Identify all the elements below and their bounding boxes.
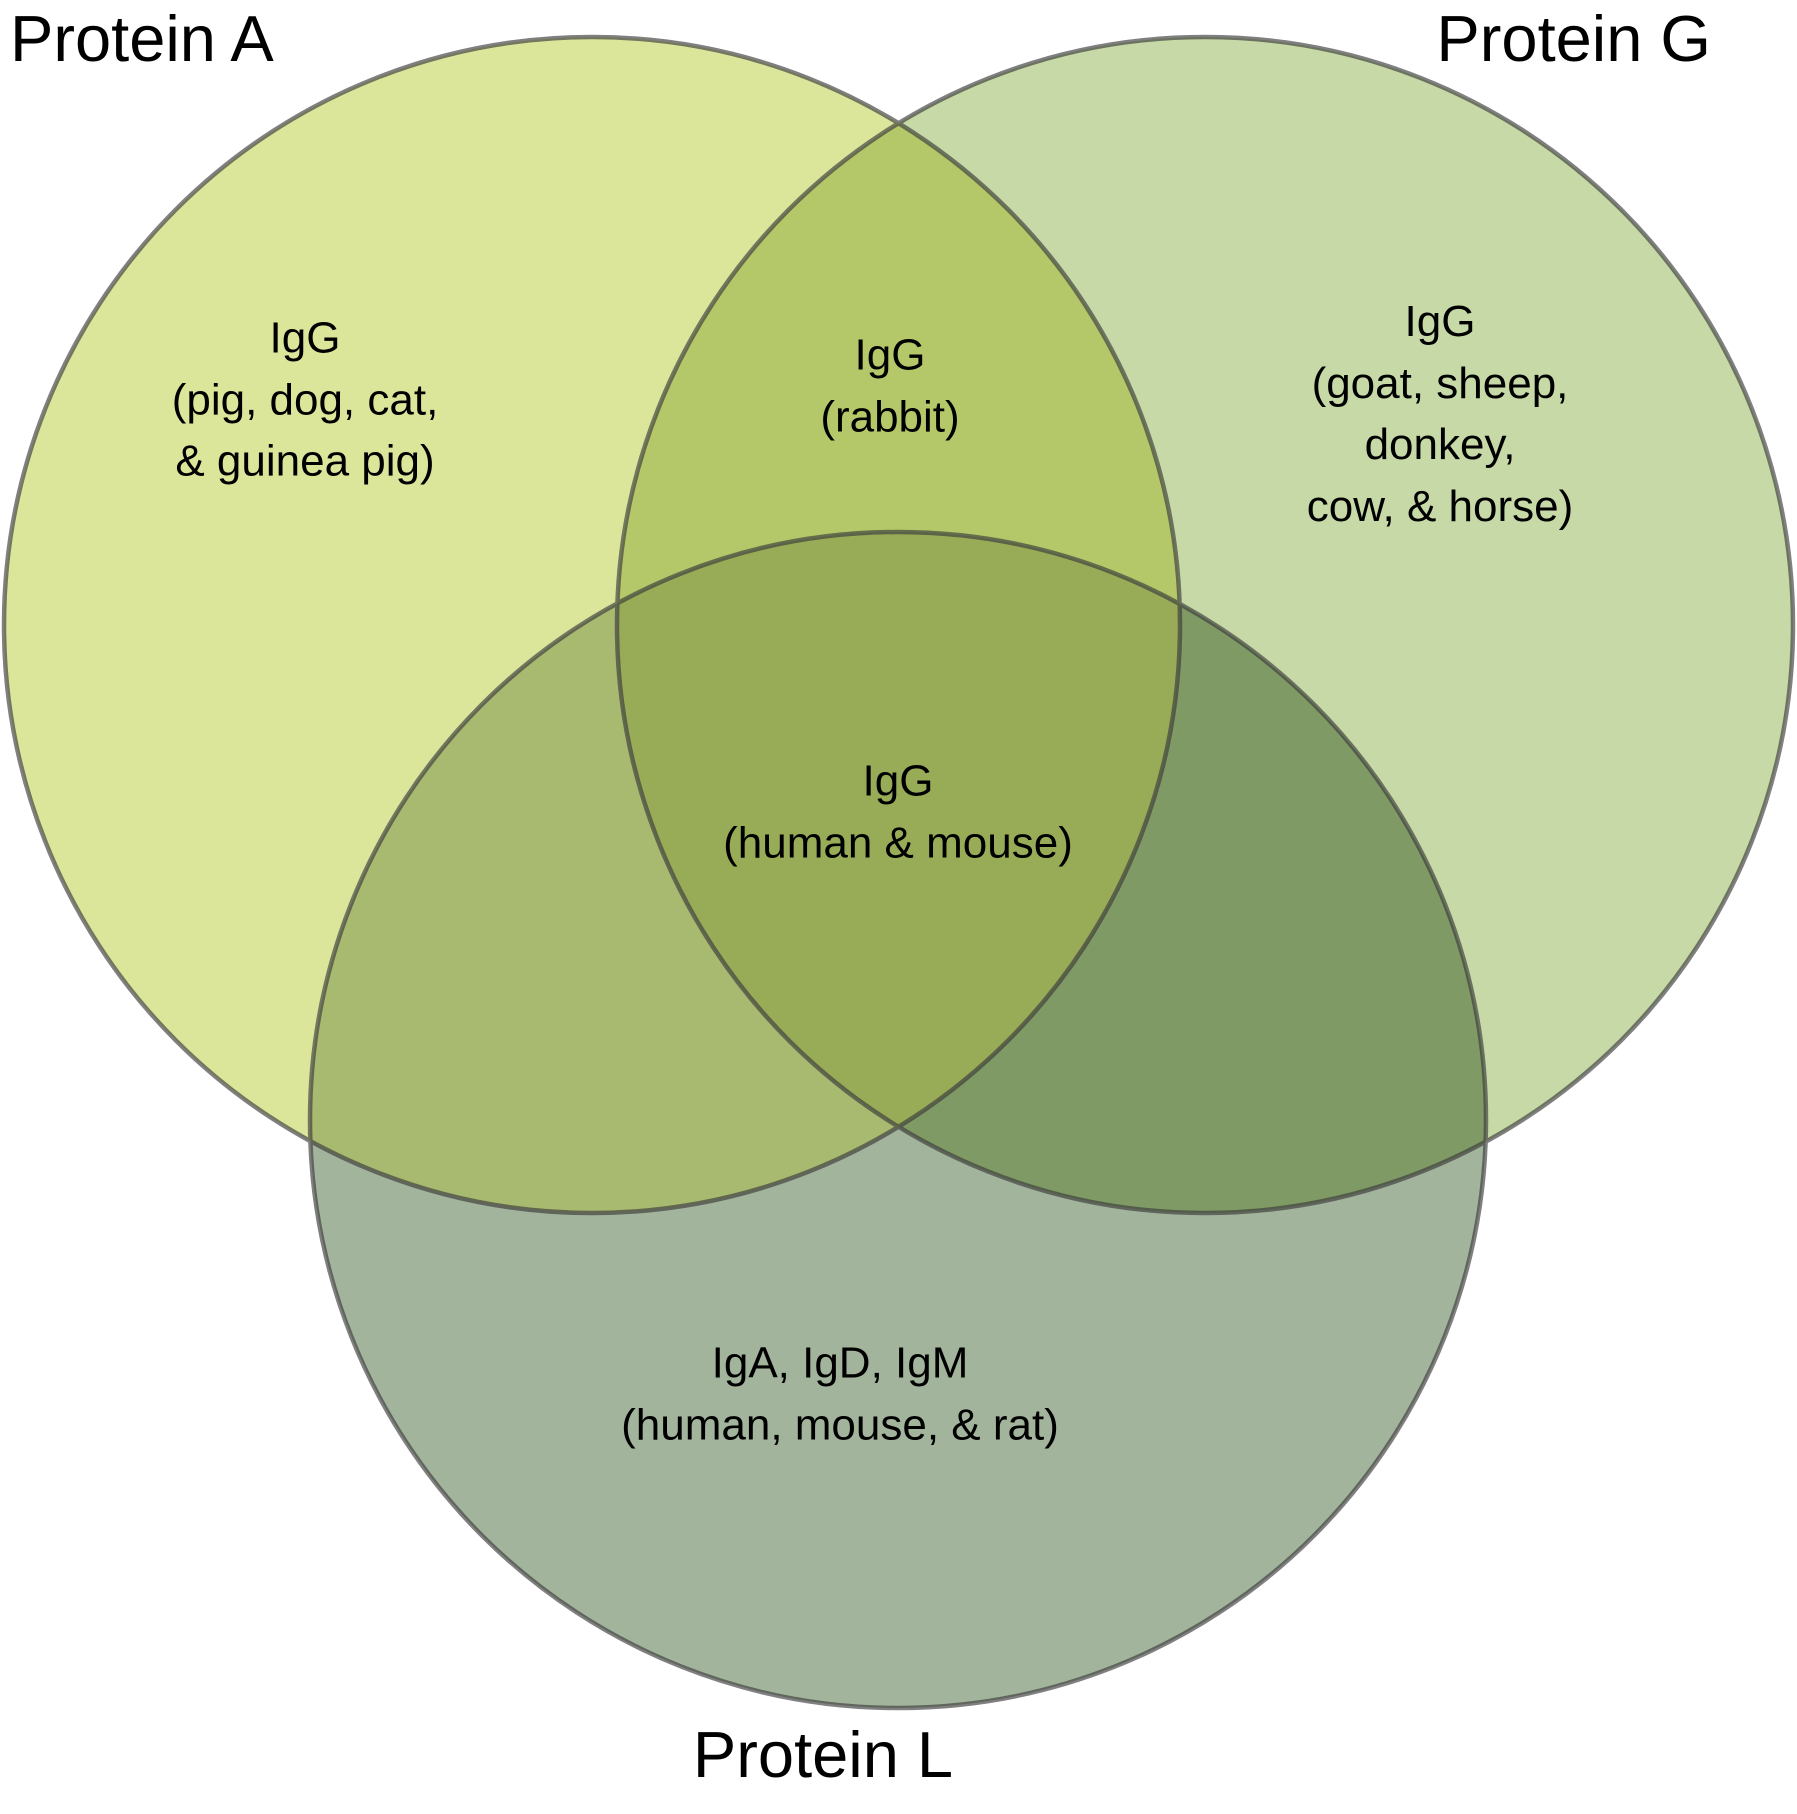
circle-g-outline (614, 34, 1796, 1216)
circle-a-outline (1, 34, 1183, 1216)
region-label-protein-l-only: IgA, IgD, IgM (human, mouse, & rat) (621, 1338, 1059, 1449)
region-label-a-g-overlap: IgG (rabbit) (820, 330, 960, 441)
protein-l-title: Protein L (692, 1718, 954, 1791)
protein-g-title: Protein G (1436, 2, 1711, 75)
region-label-protein-a-only: IgG (pig, dog, cat, & guinea pig) (171, 313, 439, 486)
region-label-center-overlap: IgG (human & mouse) (723, 756, 1073, 867)
protein-a-title: Protein A (10, 2, 274, 75)
region-center-overlap (617, 532, 1180, 1213)
region-label-protein-g-only: IgG (goat, sheep, donkey, cow, & horse) (1306, 296, 1574, 531)
circle-l-outline (307, 529, 1489, 1711)
